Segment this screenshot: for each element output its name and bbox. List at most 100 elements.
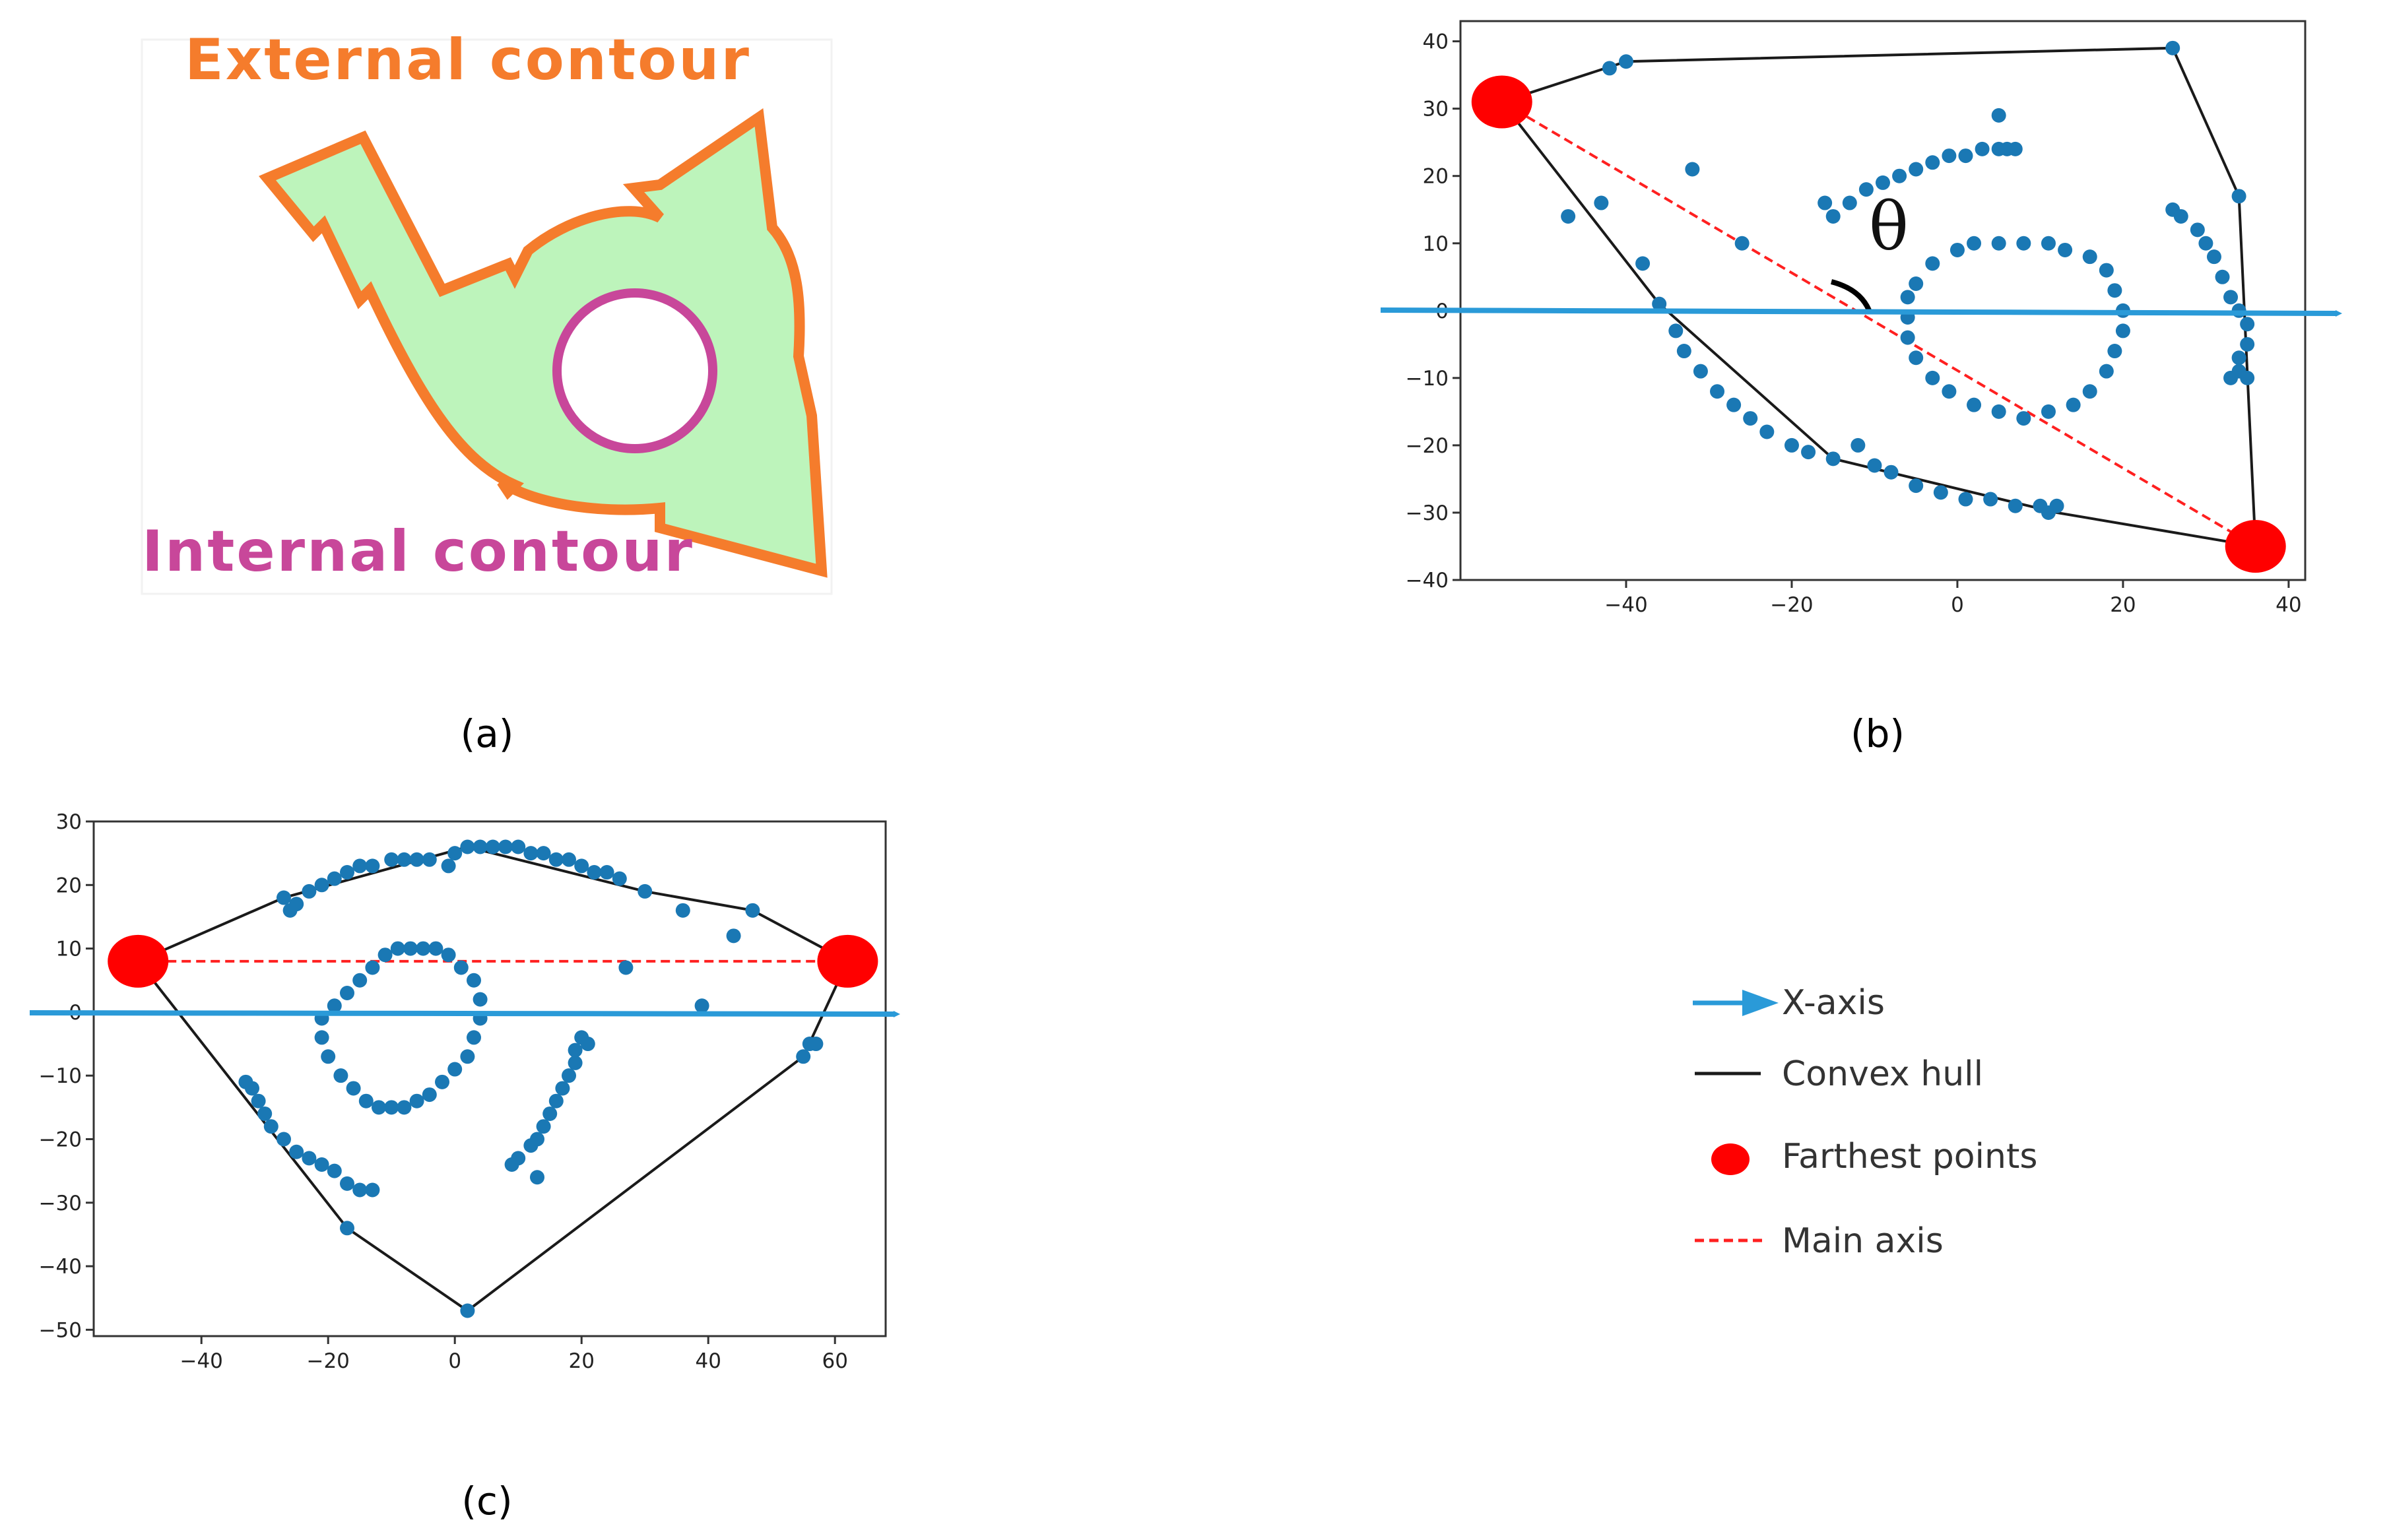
- data-point: [1925, 155, 1940, 170]
- y-tick-label: 30: [1423, 98, 1449, 121]
- x-tick-label: 40: [2276, 593, 2301, 617]
- data-point: [1949, 242, 1965, 257]
- external-contour-shape: [259, 108, 828, 578]
- data-point: [1818, 195, 1833, 210]
- data-point: [460, 1303, 475, 1318]
- data-point: [384, 852, 399, 867]
- data-point: [1909, 478, 1924, 494]
- data-point: [1958, 492, 1973, 507]
- x-tick-label: 20: [568, 1349, 594, 1373]
- data-point: [2016, 411, 2031, 426]
- data-point: [352, 1182, 368, 1198]
- data-point: [422, 852, 437, 867]
- legend-x-axis: X-axis: [1693, 983, 1885, 1023]
- data-point: [441, 858, 456, 874]
- data-point: [2240, 337, 2255, 352]
- data-point: [460, 839, 475, 854]
- data-point: [2198, 236, 2213, 251]
- data-point: [485, 839, 500, 854]
- data-point: [314, 1157, 329, 1172]
- data-point: [1784, 437, 1799, 453]
- panel-b-axes-frame: [1459, 20, 2307, 581]
- y-tick-label: −30: [39, 1192, 82, 1215]
- data-point: [453, 960, 469, 975]
- data-point: [365, 858, 380, 874]
- x-tick-label: −20: [306, 1349, 349, 1373]
- data-point: [467, 1030, 481, 1045]
- data-point: [340, 1221, 354, 1236]
- data-point: [409, 1093, 424, 1108]
- data-point: [2041, 236, 2056, 251]
- internal-contour-label: Internal contour: [142, 519, 694, 585]
- legend-convex-hull: Convex hull: [1695, 1054, 1983, 1094]
- data-point: [530, 1170, 544, 1185]
- data-point: [530, 1132, 544, 1147]
- external-contour-label: External contour: [185, 27, 751, 93]
- data-point: [352, 858, 368, 874]
- data-point: [314, 878, 329, 893]
- farthest-point: [817, 934, 878, 988]
- data-point: [2082, 249, 2097, 265]
- data-point: [1602, 61, 1617, 76]
- panel-b-x-axis-arrow: [1380, 307, 2342, 317]
- data-point: [1925, 370, 1940, 385]
- data-point: [675, 903, 690, 918]
- data-point: [277, 1132, 291, 1147]
- legend-farthest-swatch: [1711, 1143, 1750, 1175]
- data-point: [808, 1037, 824, 1052]
- data-point: [2049, 498, 2064, 513]
- data-point: [599, 865, 614, 880]
- data-point: [511, 839, 526, 854]
- data-point: [1925, 256, 1940, 271]
- data-point: [352, 973, 368, 988]
- data-point: [1883, 465, 1899, 480]
- legend-farthest-points: Farthest points: [1711, 1137, 2037, 1176]
- y-tick-label: −20: [39, 1128, 82, 1151]
- farthest-point: [108, 934, 169, 988]
- y-tick-label: −10: [39, 1064, 82, 1088]
- data-point: [1991, 108, 2006, 123]
- data-point: [422, 1087, 437, 1103]
- data-point: [574, 858, 589, 874]
- data-point: [1693, 364, 1708, 379]
- data-point: [1734, 236, 1750, 251]
- data-point: [1958, 148, 1973, 164]
- data-point: [340, 865, 354, 880]
- data-point: [1635, 256, 1651, 271]
- data-point: [473, 992, 488, 1007]
- legend-convex-hull-label: Convex hull: [1782, 1054, 1983, 1094]
- data-point: [536, 846, 551, 861]
- legend-main-axis-label: Main axis: [1782, 1221, 1944, 1261]
- data-point: [1743, 411, 1758, 426]
- data-point: [562, 1068, 576, 1083]
- data-point: [568, 1043, 583, 1058]
- data-point: [548, 1093, 564, 1108]
- data-point: [2058, 242, 2073, 257]
- data-point: [346, 1081, 361, 1096]
- data-point: [435, 1074, 449, 1089]
- data-point: [1967, 397, 1982, 412]
- legend-x-axis-label: X-axis: [1782, 983, 1885, 1023]
- data-point: [428, 941, 443, 956]
- legend-x-axis-arrowhead: [1742, 990, 1779, 1016]
- panel-a: External contour Internal contour (a): [141, 27, 833, 756]
- data-point: [511, 1151, 526, 1166]
- data-point: [2008, 498, 2023, 513]
- y-tick-label: −10: [1406, 367, 1449, 391]
- y-tick-label: 40: [1423, 30, 1449, 54]
- data-point: [1842, 195, 1857, 210]
- panel-b-farthest-layer: [1471, 75, 2286, 573]
- data-point: [358, 1093, 374, 1108]
- data-point: [580, 1037, 595, 1052]
- data-point: [587, 865, 602, 880]
- x-tick-label: 0: [448, 1349, 461, 1373]
- x-tick-label: −40: [1604, 593, 1647, 617]
- data-point: [397, 852, 412, 867]
- x-tick-label: −40: [180, 1349, 222, 1373]
- data-point: [377, 947, 393, 963]
- data-point: [2165, 40, 2180, 55]
